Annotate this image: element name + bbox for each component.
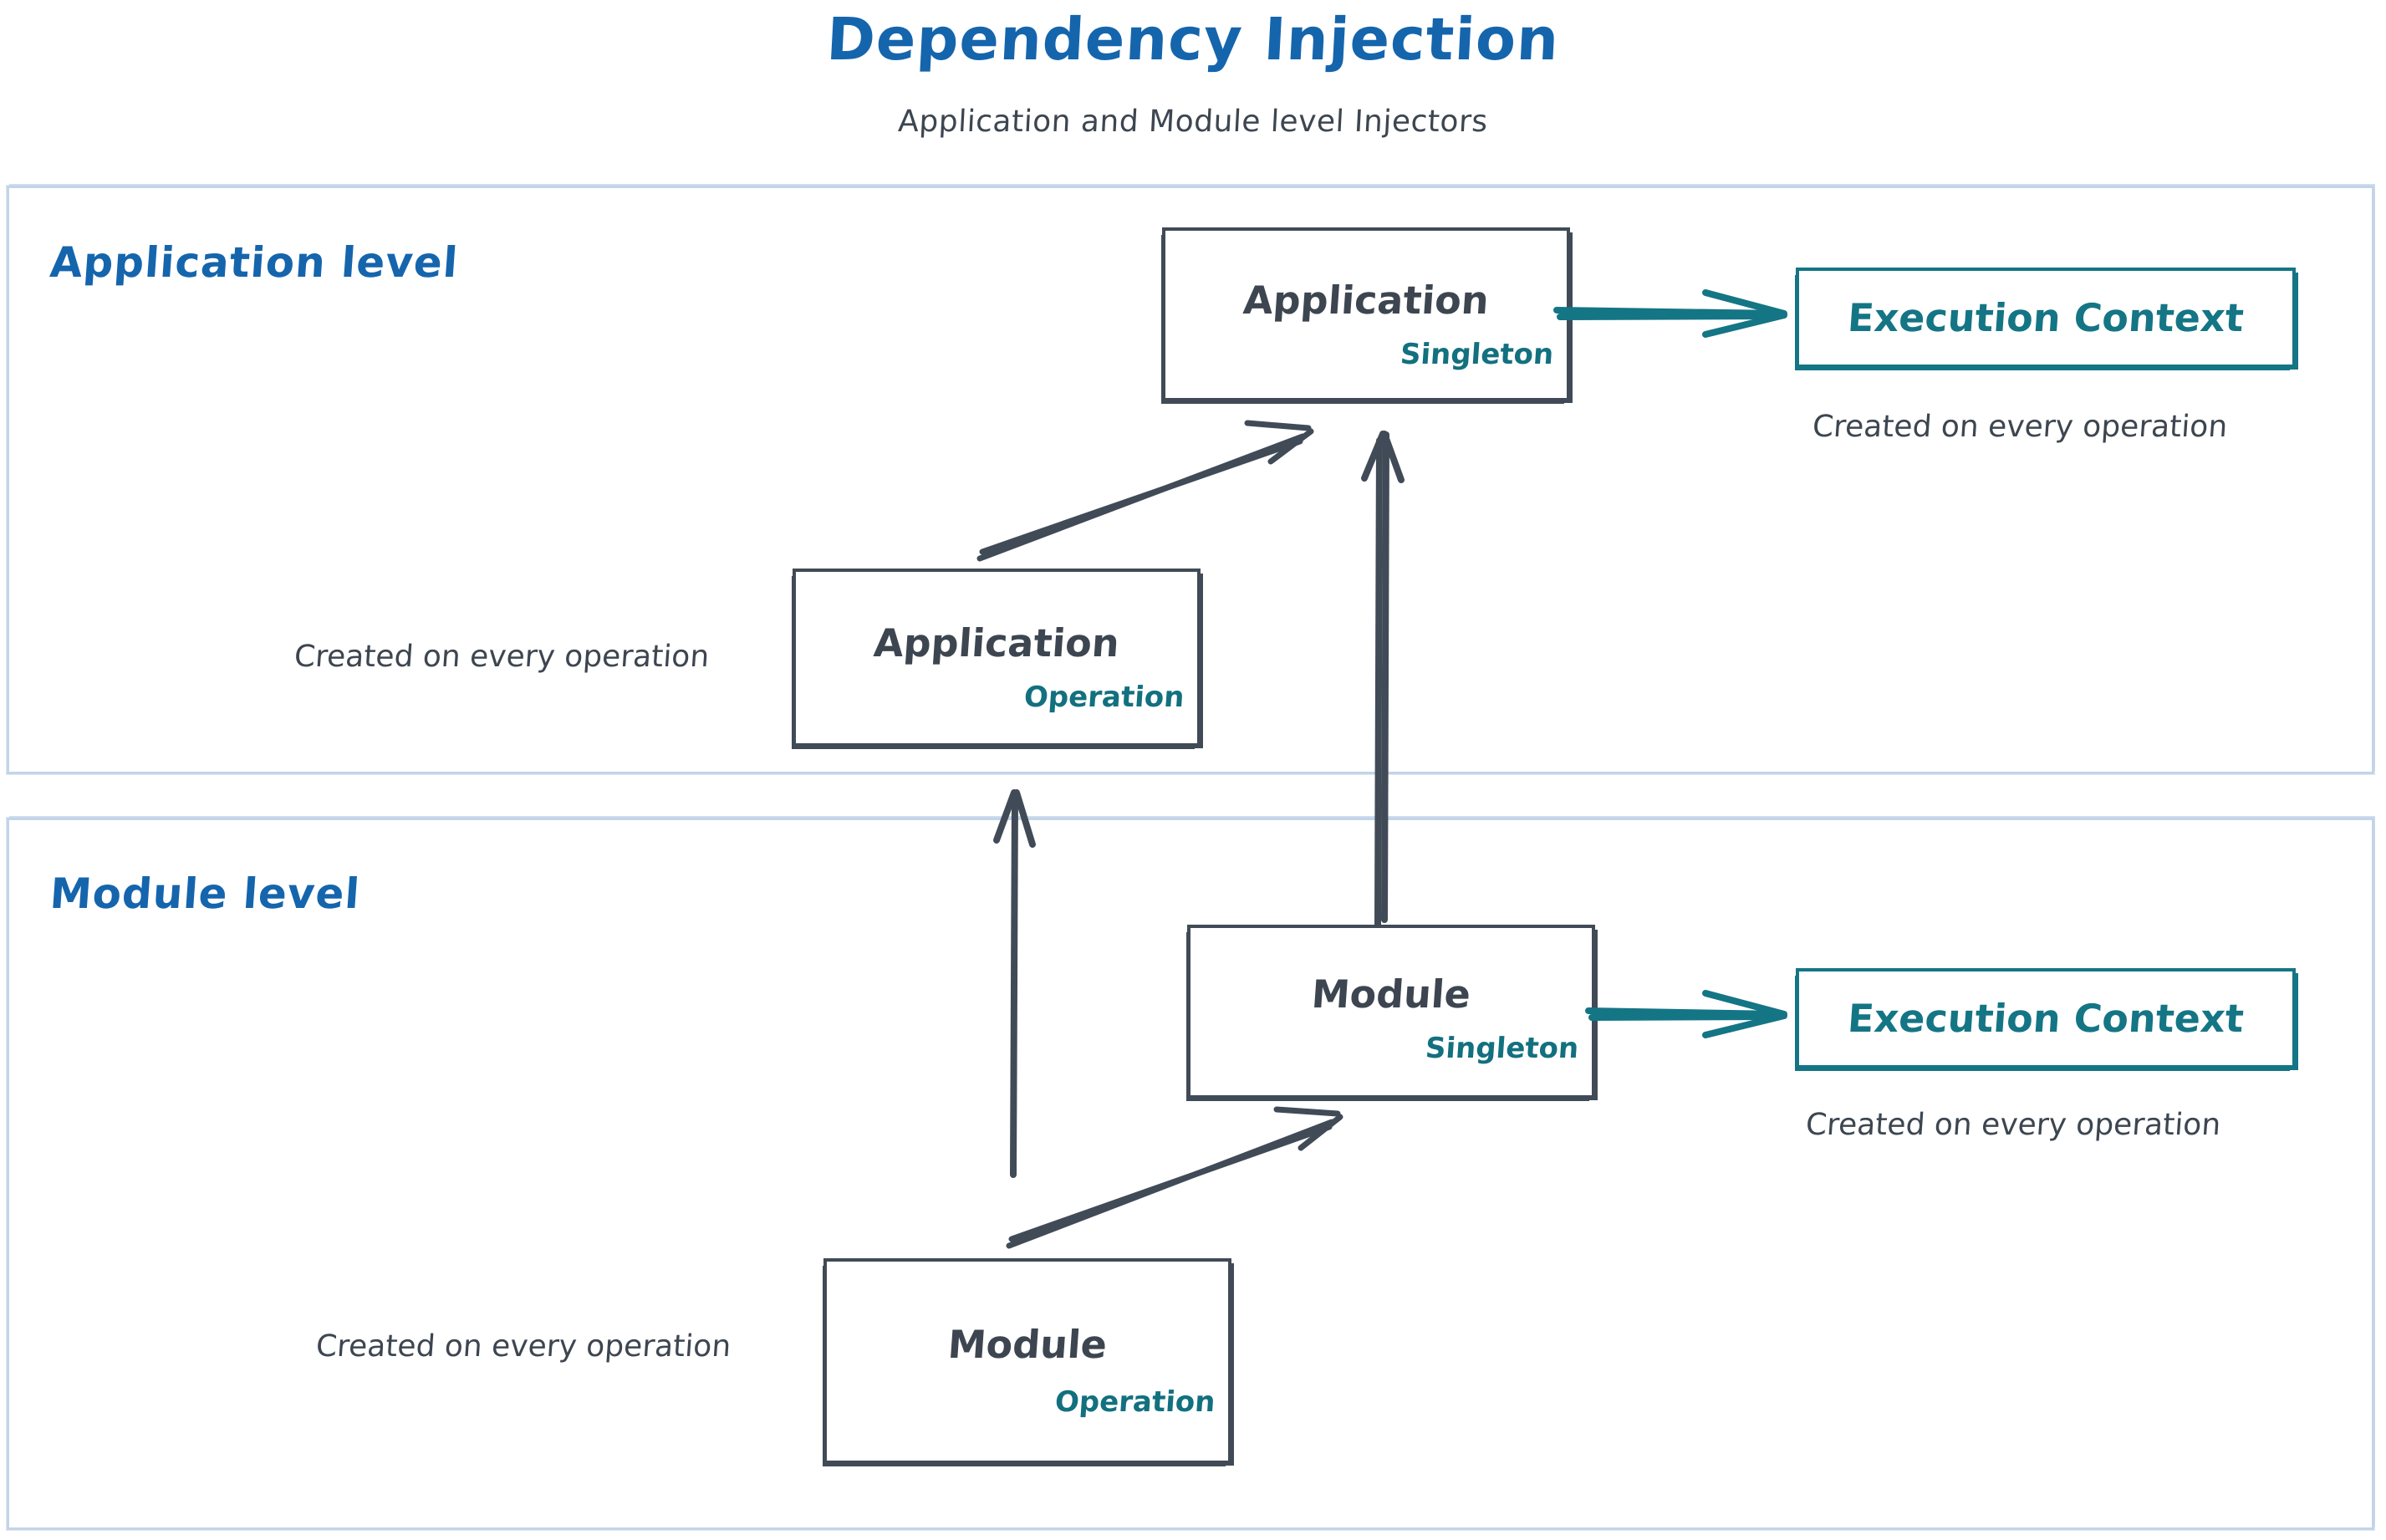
module-operation-title: Module	[946, 1322, 1109, 1367]
module-singleton-title: Module	[1310, 971, 1472, 1017]
application-singleton-scope: Singleton	[1399, 338, 1555, 371]
module-execution-context-label: Execution Context	[1846, 996, 2246, 1041]
module-execution-context-node[interactable]: Execution Context	[1796, 968, 2296, 1068]
module-operation-node[interactable]: Module Operation	[823, 1258, 1231, 1464]
application-operation-node[interactable]: Application Operation	[793, 569, 1201, 747]
application-execution-context-note: Created on every operation	[1811, 410, 2229, 444]
module-singleton-node[interactable]: Module Singleton	[1187, 925, 1595, 1099]
application-singleton-node[interactable]: Application Singleton	[1162, 227, 1570, 401]
module-operation-note: Created on every operation	[314, 1329, 732, 1364]
application-execution-context-node[interactable]: Execution Context	[1796, 268, 2296, 368]
application-operation-note: Created on every operation	[293, 640, 711, 674]
page-subtitle: Application and Module level Injectors	[897, 105, 1489, 139]
application-operation-title: Application	[872, 620, 1121, 665]
application-operation-scope: Operation	[1022, 681, 1185, 714]
module-singleton-scope: Singleton	[1424, 1032, 1580, 1065]
module-level-label: Module level	[48, 869, 362, 918]
application-level-label: Application level	[48, 238, 461, 287]
application-execution-context-label: Execution Context	[1846, 295, 2246, 340]
module-execution-context-note: Created on every operation	[1804, 1108, 2222, 1142]
page-title: Dependency Injection	[824, 5, 1562, 74]
module-operation-scope: Operation	[1053, 1385, 1216, 1419]
application-singleton-title: Application	[1241, 278, 1491, 323]
